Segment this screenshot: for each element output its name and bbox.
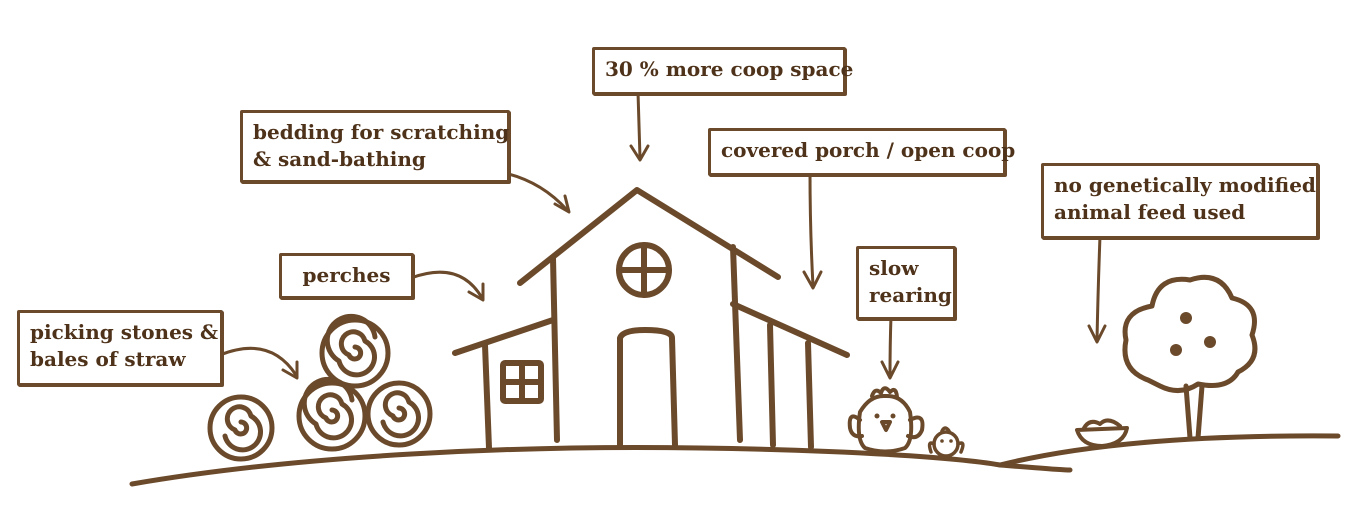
arrow-perches: [409, 270, 485, 302]
label-gmo-line-1: no genetically modified: [1054, 173, 1316, 197]
annex-wall: [482, 342, 492, 451]
label-slow-rearing-line-2: rearing: [869, 283, 952, 307]
ground-hill: [129, 433, 1341, 487]
coop-door: [617, 327, 678, 448]
straw-bale: [365, 380, 433, 448]
chick: [927, 426, 965, 458]
straw-bale: [319, 313, 391, 389]
label-coop-space: 30 % more coop space: [592, 47, 854, 95]
label-perches-line-1: perches: [302, 263, 391, 287]
label-coop-space-line-1: 30 % more coop space: [605, 57, 854, 81]
hen: [847, 386, 925, 454]
arrow-bedding: [498, 170, 571, 214]
straw-bales: [207, 313, 433, 462]
coop-wall-left: [550, 255, 560, 443]
straw-bale: [207, 394, 275, 462]
label-bedding: bedding for scratching & sand-bathing: [240, 110, 510, 183]
tree: [1122, 274, 1258, 441]
label-porch: covered porch / open coop: [708, 128, 1016, 176]
arrow-slow-rearing: [880, 314, 900, 380]
label-stones: picking stones & bales of straw: [17, 310, 223, 386]
label-gmo: no genetically modified animal feed used: [1041, 163, 1319, 239]
tree-trunk: [1183, 383, 1205, 441]
ground-line-right: [997, 462, 1073, 473]
feed-bowl: [1075, 418, 1129, 448]
label-stones-line-1: picking stones &: [30, 320, 219, 344]
arrow-gmo: [1087, 234, 1107, 344]
porch-post: [805, 340, 814, 450]
tree-crown: [1122, 274, 1258, 393]
label-perches: perches: [279, 253, 414, 299]
straw-bale: [296, 376, 368, 452]
label-slow-rearing: slow rearing: [856, 246, 956, 320]
annex-roof: [452, 317, 556, 356]
label-bedding-line-1: bedding for scratching: [253, 120, 510, 144]
label-slow-rearing-line-1: slow: [869, 256, 919, 280]
arrow-coop-space: [629, 90, 650, 162]
arrow-porch: [802, 170, 823, 290]
coop-wall-right: [730, 244, 743, 443]
label-bedding-line-2: & sand-bathing: [253, 147, 426, 171]
label-porch-line-1: covered porch / open coop: [721, 138, 1016, 162]
arrows: [218, 90, 1107, 380]
porch-roof: [730, 301, 850, 358]
porch-post: [767, 322, 776, 448]
arrow-stones: [218, 346, 299, 380]
label-stones-line-2: bales of straw: [30, 347, 186, 371]
chicken-coop: [452, 187, 850, 451]
label-gmo-line-2: animal feed used: [1054, 200, 1246, 224]
